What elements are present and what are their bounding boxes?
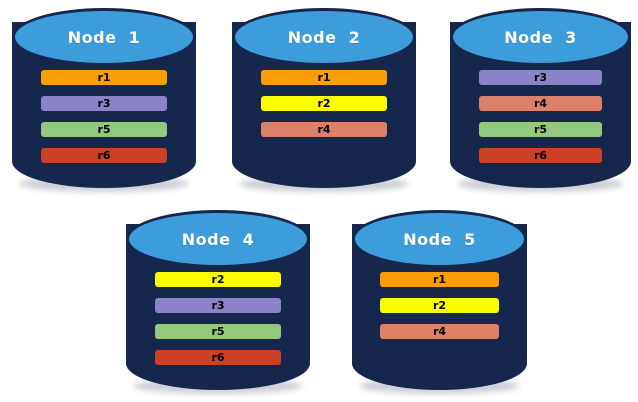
- record-bar-r1[interactable]: r1: [41, 70, 167, 85]
- record-bar-r3[interactable]: r3: [478, 70, 603, 85]
- record-bar-r2[interactable]: r2: [380, 298, 499, 313]
- node-4[interactable]: Node 4 r2 r3 r5 r6: [126, 210, 310, 394]
- record-bar-r1[interactable]: r1: [380, 272, 499, 287]
- node-4-title: Node 4: [181, 229, 255, 249]
- node-3-record-list: r3 r4 r5 r6: [450, 70, 631, 163]
- node-1-title: Node 1: [67, 27, 141, 47]
- node-5[interactable]: Node 5 r1 r2 r4: [352, 210, 527, 394]
- record-bar-r6[interactable]: r6: [41, 148, 167, 163]
- record-bar-r2[interactable]: r2: [261, 96, 387, 111]
- node-1[interactable]: Node 1 r1 r3 r5 r6: [12, 8, 196, 192]
- node-5-record-list: r1 r2 r4: [352, 272, 527, 339]
- node-3-cylinder-top: [450, 8, 631, 66]
- node-2-cylinder-top: [232, 8, 416, 66]
- record-bar-r5[interactable]: r5: [155, 324, 281, 339]
- node-4-record-list: r2 r3 r5 r6: [126, 272, 310, 365]
- node-3-title: Node 3: [504, 27, 577, 47]
- record-bar-r5[interactable]: r5: [478, 122, 603, 137]
- record-bar-r4[interactable]: r4: [261, 122, 387, 137]
- node-2-record-list: r1 r2 r4: [232, 70, 416, 137]
- record-bar-r1[interactable]: r1: [261, 70, 387, 85]
- node-1-cylinder-top: [12, 8, 196, 66]
- node-5-title: Node 5: [403, 229, 476, 249]
- record-bar-r4[interactable]: r4: [380, 324, 499, 339]
- record-bar-r6[interactable]: r6: [155, 350, 281, 365]
- record-bar-r3[interactable]: r3: [41, 96, 167, 111]
- record-bar-r4[interactable]: r4: [478, 96, 603, 111]
- record-bar-r3[interactable]: r3: [155, 298, 281, 313]
- node-1-record-list: r1 r3 r5 r6: [12, 70, 196, 163]
- node-3[interactable]: Node 3 r3 r4 r5 r6: [450, 8, 631, 192]
- node-5-cylinder-top: [352, 210, 527, 268]
- record-bar-r6[interactable]: r6: [478, 148, 603, 163]
- node-4-cylinder-top: [126, 210, 310, 268]
- record-bar-r5[interactable]: r5: [41, 122, 167, 137]
- node-2[interactable]: Node 2 r1 r2 r4: [232, 8, 416, 192]
- record-bar-r2[interactable]: r2: [155, 272, 281, 287]
- node-2-title: Node 2: [287, 27, 361, 47]
